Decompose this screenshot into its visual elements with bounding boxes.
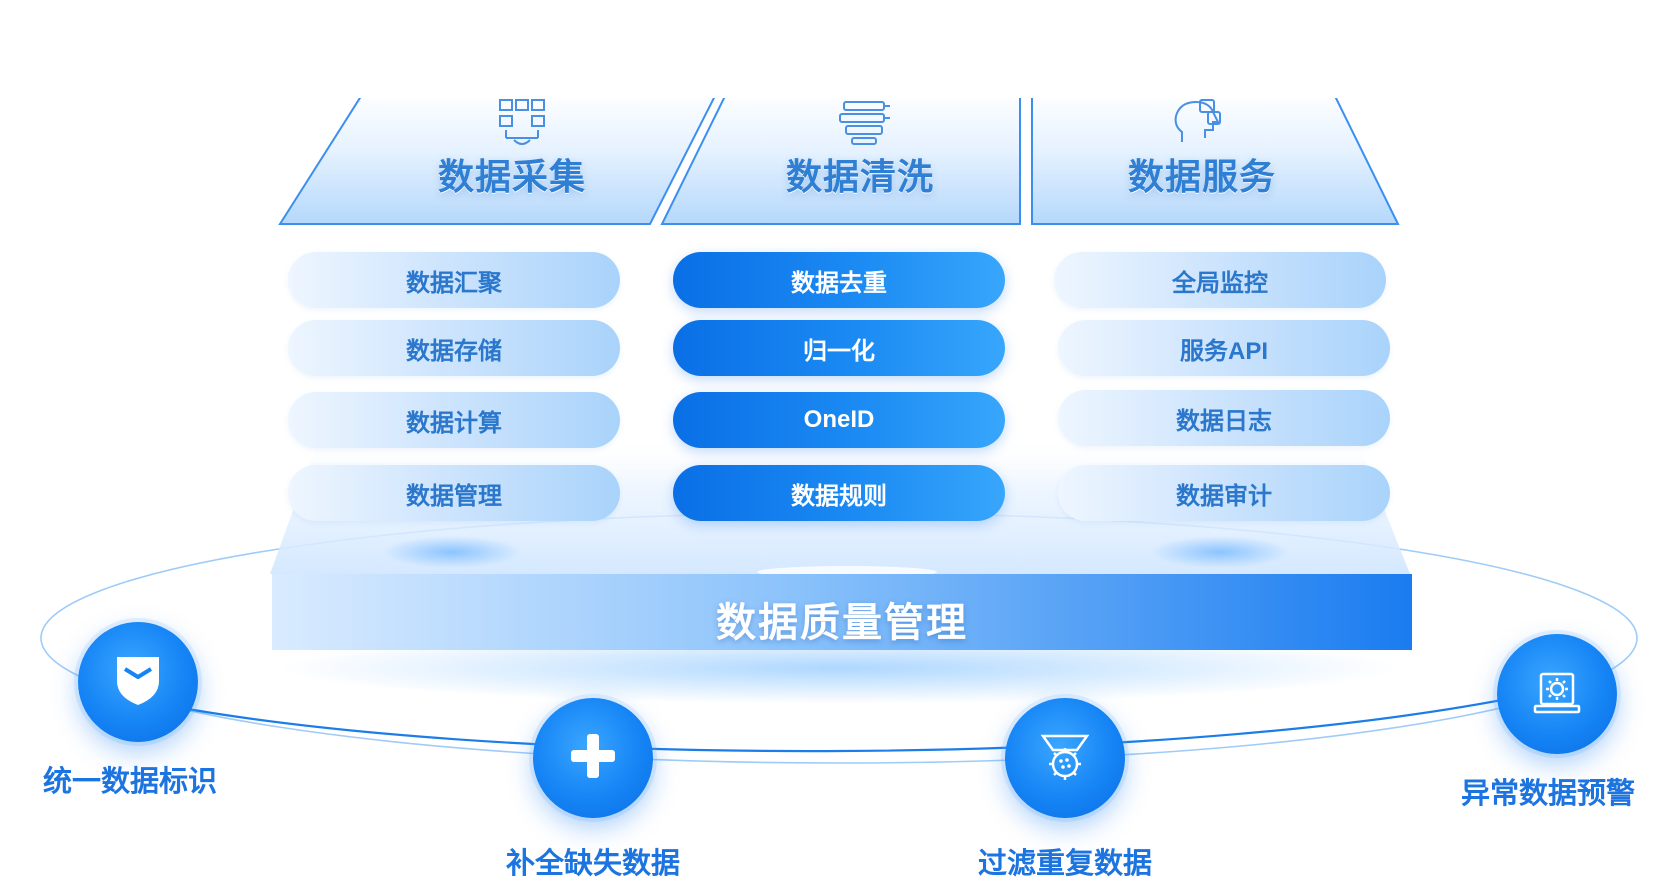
node-filter-duplicate [1005, 698, 1125, 818]
pill-data-aggregation: 数据汇聚 [288, 252, 620, 308]
node-anomaly-alert [1497, 634, 1617, 754]
label-fill-missing: 补全缺失数据 [505, 848, 680, 880]
label-unified-id: 统一数据标识 [42, 766, 217, 798]
alarm-light-icon [1529, 664, 1585, 725]
pill-data-rules: 数据规则 [673, 465, 1005, 521]
plus-icon [567, 730, 619, 787]
column-title-collection: 数据采集 [437, 156, 586, 197]
pill-service-api: 服务API [1058, 320, 1390, 376]
pill-data-log: 数据日志 [1058, 390, 1390, 446]
node-fill-missing [533, 698, 653, 818]
data-service-icon [1168, 96, 1228, 148]
column-title-cleaning: 数据清洗 [785, 156, 934, 197]
label-anomaly-alert: 异常数据预警 [1460, 778, 1635, 810]
data-cleaning-icon [834, 96, 894, 148]
pill-global-monitoring: 全局监控 [1054, 252, 1386, 308]
pill-data-management: 数据管理 [288, 465, 620, 521]
shield-icon [113, 651, 163, 714]
pill-oneid: OneID [673, 392, 1005, 448]
pill-data-storage: 数据存储 [288, 320, 620, 376]
label-filter-duplicate: 过滤重复数据 [977, 848, 1152, 880]
platform-label: 数据质量管理 [716, 601, 968, 645]
column-title-service: 数据服务 [1127, 156, 1276, 197]
pill-data-audit: 数据审计 [1058, 465, 1390, 521]
filter-gear-icon [1037, 728, 1093, 789]
data-collection-icon [492, 96, 552, 148]
pill-deduplication: 数据去重 [673, 252, 1005, 308]
pill-data-compute: 数据计算 [288, 392, 620, 448]
node-unified-id [78, 622, 198, 742]
pill-normalization: 归一化 [673, 320, 1005, 376]
